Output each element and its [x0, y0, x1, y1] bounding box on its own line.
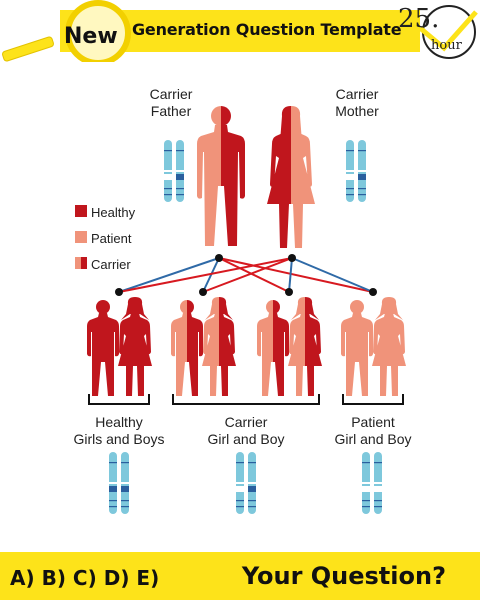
group-brackets	[88, 394, 404, 405]
legend-label-carrier: Carrier	[91, 257, 131, 272]
legend-label-healthy: Healthy	[91, 205, 136, 220]
legend-swatch-patient	[75, 231, 87, 243]
new-badge: New	[64, 24, 118, 49]
child-carrier-boy-2	[257, 300, 289, 396]
father-chromosome	[164, 140, 184, 202]
father-figure	[197, 106, 245, 246]
mother-chromosome	[346, 140, 366, 202]
patient-chromosome	[362, 452, 382, 514]
legend	[75, 205, 87, 269]
healthy-group-label: Healthy Girls and Boys	[73, 414, 165, 447]
child-carrier-boy	[171, 300, 203, 396]
child-carrier-girl	[202, 297, 236, 396]
header: New Generation Question Template 25. hou…	[0, 0, 480, 62]
pedigree-diagram	[75, 106, 406, 514]
child-healthy-boy	[87, 300, 119, 396]
child-patient-girl	[372, 297, 406, 396]
check-icon	[418, 10, 478, 52]
junction-dots	[115, 254, 377, 296]
footer-bar	[0, 552, 480, 600]
child-patient-boy	[341, 300, 373, 396]
magnifier-icon	[65, 0, 131, 62]
lesson-number: 25.	[398, 4, 440, 34]
carrier-chromosome	[236, 452, 256, 514]
magnifier-handle	[2, 36, 54, 62]
healthy-chromosome	[109, 452, 129, 514]
child-healthy-girl	[118, 297, 152, 396]
inheritance-lines	[118, 257, 374, 293]
father-label: Carrier Father	[149, 86, 193, 119]
legend-swatch-healthy	[75, 205, 87, 217]
mother-label: Carrier Mother	[335, 86, 379, 119]
title-banner	[60, 10, 420, 52]
legend-label-patient: Patient	[91, 231, 132, 246]
answer-options: A) B) C) D) E)	[10, 566, 160, 590]
carrier-group-label: Carrier Girl and Boy	[207, 414, 285, 447]
header-graphics	[2, 0, 478, 62]
duration-unit: hour	[431, 38, 462, 53]
child-carrier-girl-2	[288, 297, 322, 396]
mother-figure	[267, 106, 315, 248]
page-title: Generation Question Template	[132, 20, 402, 39]
patient-group-label: Patient Girl and Boy	[334, 414, 412, 447]
legend-swatch-carrier-left	[75, 257, 81, 269]
question-prompt: Your Question?	[241, 562, 446, 590]
legend-swatch-carrier-right	[81, 257, 87, 269]
